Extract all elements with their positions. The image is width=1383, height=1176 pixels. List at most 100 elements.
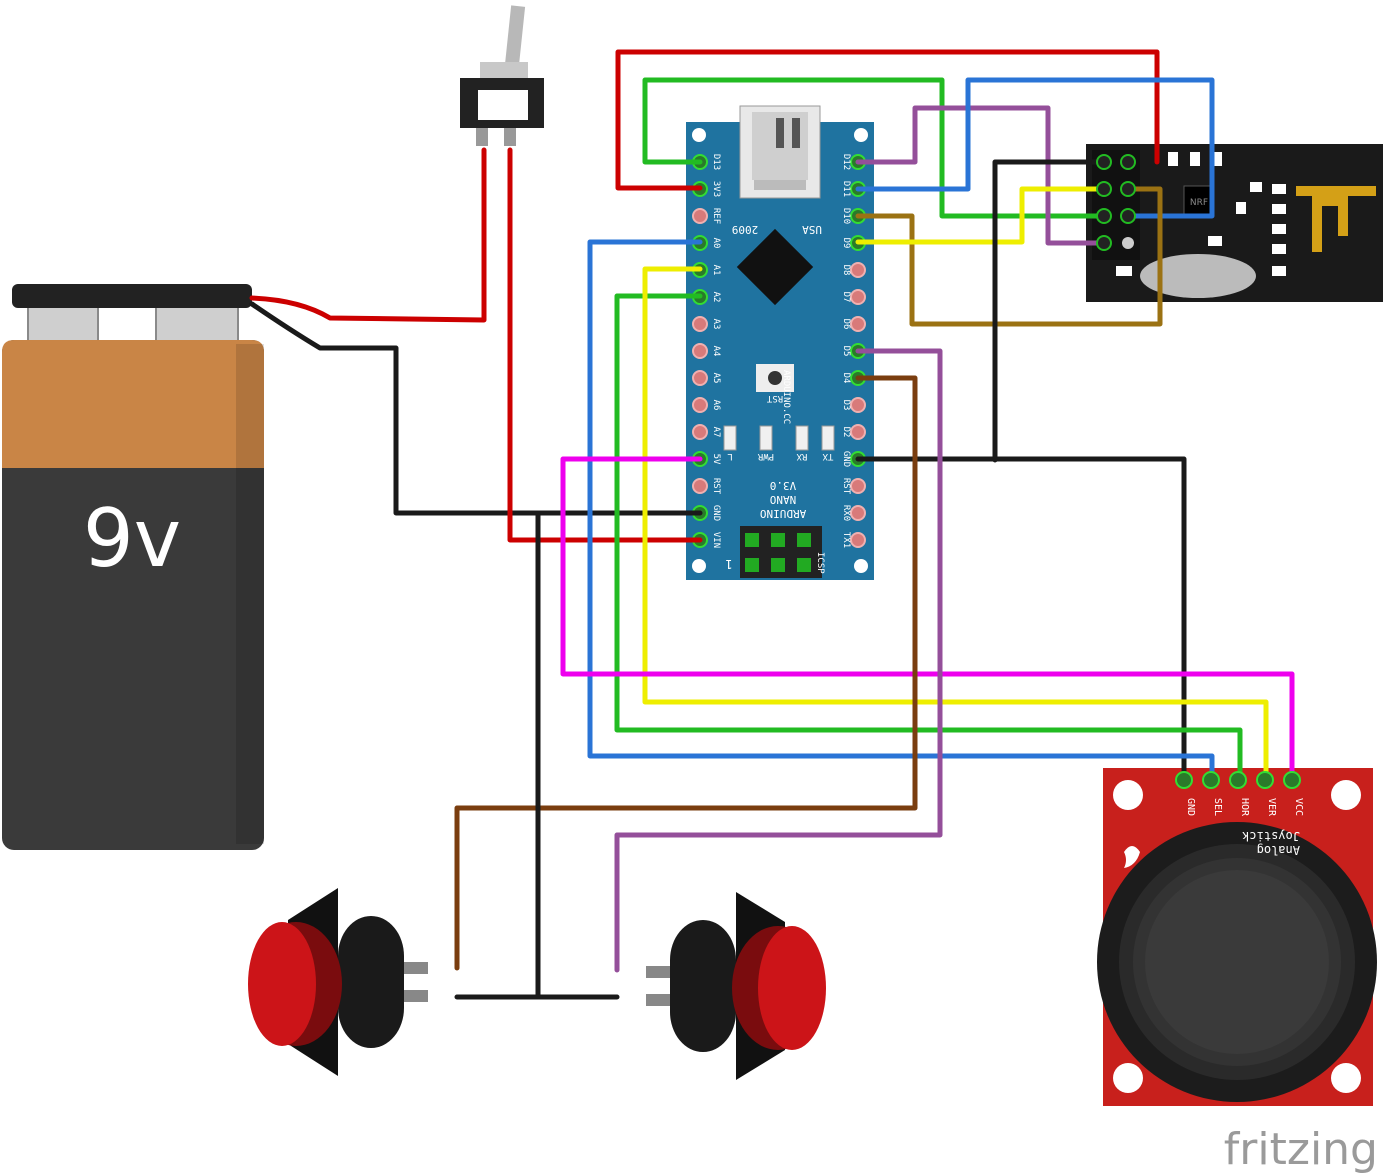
nano-pin-label: REF: [711, 208, 721, 224]
push-button-left: [248, 888, 428, 1076]
nano-pin-a3: [692, 316, 708, 332]
wires: [249, 49, 1295, 1000]
push-button-right: [646, 892, 826, 1080]
nano-pin-d8: [850, 262, 866, 278]
nano-pin-label: A5: [711, 373, 721, 384]
nano-pin-a6: [692, 397, 708, 413]
nano-pin-label: D9: [841, 238, 851, 249]
nano-country-text: USA: [802, 223, 822, 236]
nano-pin-label: 5V: [711, 454, 721, 465]
joystick-pin-labels: GND SEL HOR VER VCC: [1185, 798, 1304, 817]
nano-pin-d7: [850, 289, 866, 305]
wire-a0-to-sel: [587, 239, 1215, 783]
joystick-pin-label: HOR: [1239, 798, 1250, 817]
joystick-pin-sel: [1202, 771, 1220, 789]
nano-pin-label: D2: [841, 427, 851, 438]
joystick-pin-label: VCC: [1293, 798, 1304, 816]
nano-pin-label: D6: [841, 319, 851, 330]
nano-pin-label: D5: [841, 346, 851, 357]
nano-left-pin-headers: [692, 154, 708, 548]
nano-pin-label: RX0: [841, 505, 851, 521]
joystick-pin-gnd: [1175, 771, 1193, 789]
nano-pin-label: D11: [841, 181, 851, 197]
nano-pin-label: A1: [711, 265, 721, 276]
nano-pin-label: A3: [711, 319, 721, 330]
nrf-chip-label: NRF: [1190, 198, 1208, 208]
nano-pin-label: D13: [711, 154, 721, 170]
joystick-pin-label: SEL: [1212, 798, 1223, 816]
wire-5v-to-vcc: [560, 456, 1295, 783]
nano-pin-label: A4: [711, 346, 721, 357]
nano-pin-d6: [850, 316, 866, 332]
nano-model: NANO: [770, 493, 797, 506]
icsp-pin1-marker: 1: [725, 557, 732, 571]
icsp-label: ICSP: [815, 552, 825, 574]
led-label-rx: RX: [796, 451, 807, 461]
nano-pin-label: GND: [841, 451, 851, 467]
battery-9v: 9v: [2, 284, 264, 850]
nano-pin-label: D12: [841, 154, 851, 170]
joystick-pin-hor: [1229, 771, 1247, 789]
nano-pin-label: D3: [841, 400, 851, 411]
wire-button-ground: [454, 510, 620, 1000]
nano-pin-label: A7: [711, 427, 721, 438]
wire-d11-to-nrf: [855, 77, 1215, 219]
fritzing-watermark: fritzing: [1224, 1124, 1378, 1175]
nano-pin-d2: [850, 424, 866, 440]
wire-d13-to-nrf: [642, 77, 1107, 219]
nano-pin-d3: [850, 397, 866, 413]
wire-nrf-gnd: [992, 159, 1107, 463]
wire-switch-to-vin: [507, 147, 703, 543]
nano-pin-label: 3V3: [711, 181, 721, 197]
nano-pin-rst: [692, 478, 708, 494]
wire-d10-to-nrf: [855, 186, 1163, 327]
nano-pin-rst: [850, 478, 866, 494]
toggle-switch: [460, 5, 544, 146]
nano-pin-label: D10: [841, 208, 851, 224]
nano-pin-label: RST: [711, 478, 721, 495]
joystick-pin-vcc: [1283, 771, 1301, 789]
wire-d5-to-right-button: [614, 348, 943, 973]
joystick-pin-ver: [1256, 771, 1274, 789]
nano-rst-label: RST: [766, 393, 783, 403]
nano-pin-label: D8: [841, 265, 851, 276]
led-label-pwr: PWR: [757, 451, 774, 461]
wire-3v3-to-nrf: [615, 49, 1160, 191]
led-label-l: L: [727, 451, 732, 461]
joystick-title-2: Joystick: [1241, 829, 1300, 843]
nano-version: V3.0: [770, 479, 797, 492]
nano-maker: ARDUINO: [760, 507, 806, 520]
nano-pin-label: A2: [711, 292, 721, 303]
wire-d4-to-left-button: [454, 375, 918, 971]
led-label-tx: TX: [822, 451, 833, 461]
nano-pin-a7: [692, 424, 708, 440]
nano-pin-a4: [692, 343, 708, 359]
nano-pin-rx0: [850, 505, 866, 521]
wire-d12-to-nrf: [855, 105, 1107, 246]
wire-d9-to-nrf: [855, 186, 1107, 245]
nano-year-text: 2009: [732, 223, 759, 236]
nano-pin-label: D7: [841, 292, 851, 303]
joystick-pin-label: VER: [1266, 798, 1277, 817]
wire-battery-positive: [249, 147, 487, 323]
wire-battery-negative: [249, 301, 703, 516]
wire-a1-to-ver: [642, 266, 1269, 783]
nrf24l01-module: NRF: [1086, 144, 1383, 302]
nano-pin-label: GND: [711, 505, 721, 521]
joystick-pin-header: [1175, 771, 1301, 789]
nano-pin-label: RST: [841, 478, 851, 495]
nano-pin-label: D4: [841, 373, 851, 384]
nano-pin-label: VIN: [711, 532, 721, 548]
nrf-pin-header: [1096, 154, 1136, 251]
joystick-pin-label: GND: [1185, 798, 1196, 816]
nano-brand-text: ARDUINO.CC: [781, 370, 791, 424]
nano-pin-label: TX1: [841, 532, 851, 548]
battery-label: 9v: [83, 492, 181, 585]
nano-pin-a5: [692, 370, 708, 386]
nano-pin-label: A0: [711, 238, 721, 249]
